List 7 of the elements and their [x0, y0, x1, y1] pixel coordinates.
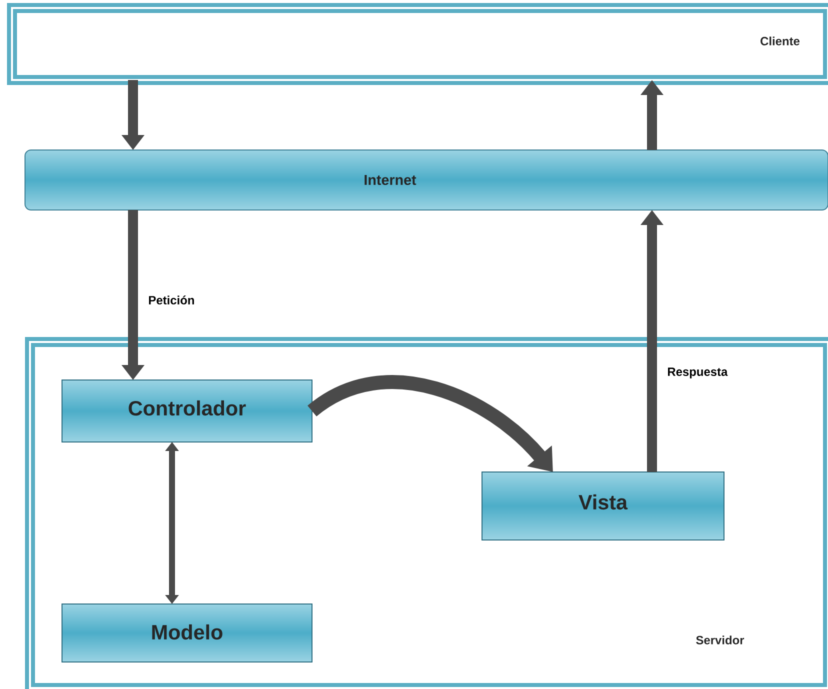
component-box: Vista	[482, 472, 724, 540]
edge-label: Respuesta	[665, 366, 730, 380]
container-box: Cliente	[7, 3, 828, 85]
network-band: Internet	[24, 150, 828, 210]
edge-label: Petición	[146, 294, 197, 306]
component-box: Controlador	[62, 380, 312, 442]
component-box: Modelo	[62, 604, 312, 662]
